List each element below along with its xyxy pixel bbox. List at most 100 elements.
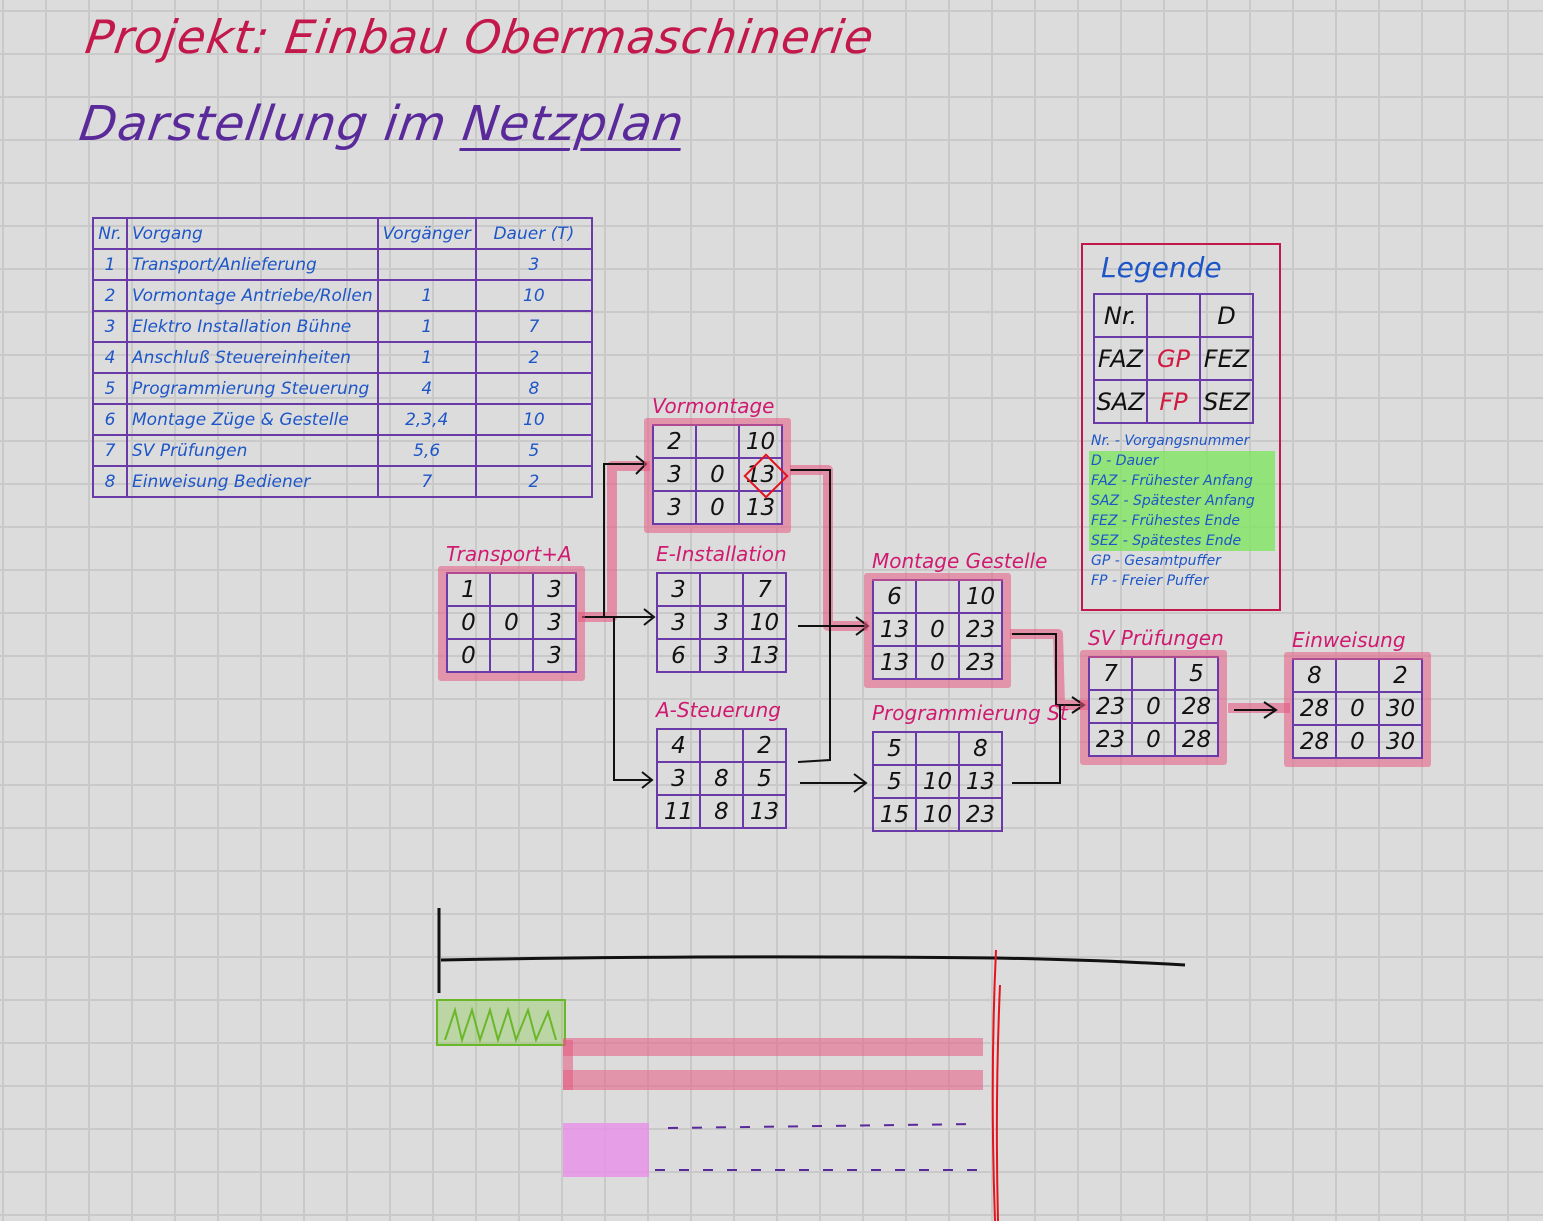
gantt-bar-float — [563, 1123, 649, 1177]
node-cell: 6 — [872, 579, 917, 614]
node-cell — [1131, 656, 1176, 691]
node-cell: 13 — [742, 794, 787, 829]
critical-marker-diamond-icon — [743, 453, 789, 499]
node-cell: 0 — [695, 457, 740, 492]
node-cell: 5 — [742, 761, 787, 796]
task-nr: 2 — [92, 279, 128, 312]
node-cell: 3 — [656, 572, 701, 607]
node-cell — [695, 424, 740, 459]
node-cell: 4 — [656, 728, 701, 763]
gantt-bar-critical-2 — [563, 1070, 983, 1090]
deadline-line — [991, 949, 997, 1221]
gantt-bar-transport — [436, 999, 566, 1046]
arrow-programmierung-sv — [1012, 705, 1061, 784]
legend-cell: SEZ — [1199, 379, 1254, 424]
node-cell: 0 — [1131, 722, 1176, 757]
arrow-montage-sv — [1012, 633, 1082, 706]
arrow-vormontage-montage — [790, 469, 866, 627]
node-label: Einweisung — [1292, 628, 1406, 652]
legend-cell: GP — [1146, 336, 1201, 381]
task-predecessors: 4 — [376, 372, 477, 405]
node-cell: 0 — [915, 645, 960, 680]
node-cell: 30 — [1378, 691, 1423, 726]
node-cell: 0 — [1335, 724, 1380, 759]
legend-cell: D — [1199, 293, 1254, 338]
legend-cell: Nr. — [1093, 293, 1148, 338]
task-duration: 2 — [474, 341, 593, 374]
node-cell: 2 — [652, 424, 697, 459]
node-cell: 0 — [446, 638, 491, 673]
node-cell — [489, 638, 534, 673]
task-predecessors: 1 — [376, 341, 477, 374]
node-cell: 23 — [958, 645, 1003, 680]
task-nr: 1 — [92, 248, 128, 281]
legend-cell: SAZ — [1093, 379, 1148, 424]
legend-cell — [1146, 293, 1201, 338]
node-cell: 23 — [1088, 689, 1133, 724]
legend-entry: Nr. - Vorgangsnummer — [1091, 433, 1250, 449]
node-cell: 10 — [915, 764, 960, 799]
legend-entry: FAZ - Frühester Anfang — [1089, 471, 1275, 491]
task-predecessors: 7 — [376, 465, 477, 498]
gantt-axis-horizontal — [440, 955, 1186, 967]
node-cell: 3 — [652, 457, 697, 492]
task-duration: 10 — [474, 403, 593, 436]
node-label: Vormontage — [652, 394, 775, 418]
node-cell: 0 — [1131, 689, 1176, 724]
node-cell: 8 — [699, 794, 744, 829]
node-cell: 3 — [656, 605, 701, 640]
header-vorgang: Vorgang — [126, 217, 379, 250]
node-cell: 2 — [1378, 658, 1423, 693]
task-duration: 10 — [474, 279, 593, 312]
node-cell: 28 — [1174, 722, 1219, 757]
legend-entry: FP - Freier Puffer — [1091, 573, 1209, 589]
node-cell — [699, 572, 744, 607]
node-cell: 13 — [742, 638, 787, 673]
legend-entry: GP - Gesamtpuffer — [1091, 553, 1221, 569]
node-cell: 3 — [532, 572, 577, 607]
header-dauer: Dauer (T) — [474, 217, 593, 250]
task-nr: 6 — [92, 403, 128, 436]
node-cell: 13 — [738, 490, 783, 525]
node-label: Programmierung St — [872, 701, 1068, 725]
task-duration: 5 — [474, 434, 593, 467]
node-cell: 28 — [1174, 689, 1219, 724]
node-cell — [915, 579, 960, 614]
node-cell: 7 — [742, 572, 787, 607]
node-cell: 15 — [872, 797, 917, 832]
task-nr: 5 — [92, 372, 128, 405]
gantt-bar-critical-1 — [563, 1038, 983, 1056]
legend-entry: D - Dauer — [1089, 451, 1275, 471]
task-name: Transport/Anlieferung — [126, 248, 379, 281]
node-label: Transport+A — [446, 542, 572, 566]
node-cell: 3 — [656, 761, 701, 796]
legend-cell: FAZ — [1093, 336, 1148, 381]
node-cell: 13 — [872, 612, 917, 647]
node-cell: 10 — [742, 605, 787, 640]
node-label: SV Prüfungen — [1088, 626, 1224, 650]
node-cell: 23 — [1088, 722, 1133, 757]
node-cell — [1335, 658, 1380, 693]
task-predecessors: 5,6 — [376, 434, 477, 467]
node-cell: 10 — [738, 424, 783, 459]
arrow-transport-asteuerung — [613, 617, 652, 781]
header-nr: Nr. — [92, 217, 128, 250]
node-cell: 8 — [699, 761, 744, 796]
node-cell: 3 — [699, 605, 744, 640]
node-cell: 13 — [958, 764, 1003, 799]
node-cell: 2 — [742, 728, 787, 763]
